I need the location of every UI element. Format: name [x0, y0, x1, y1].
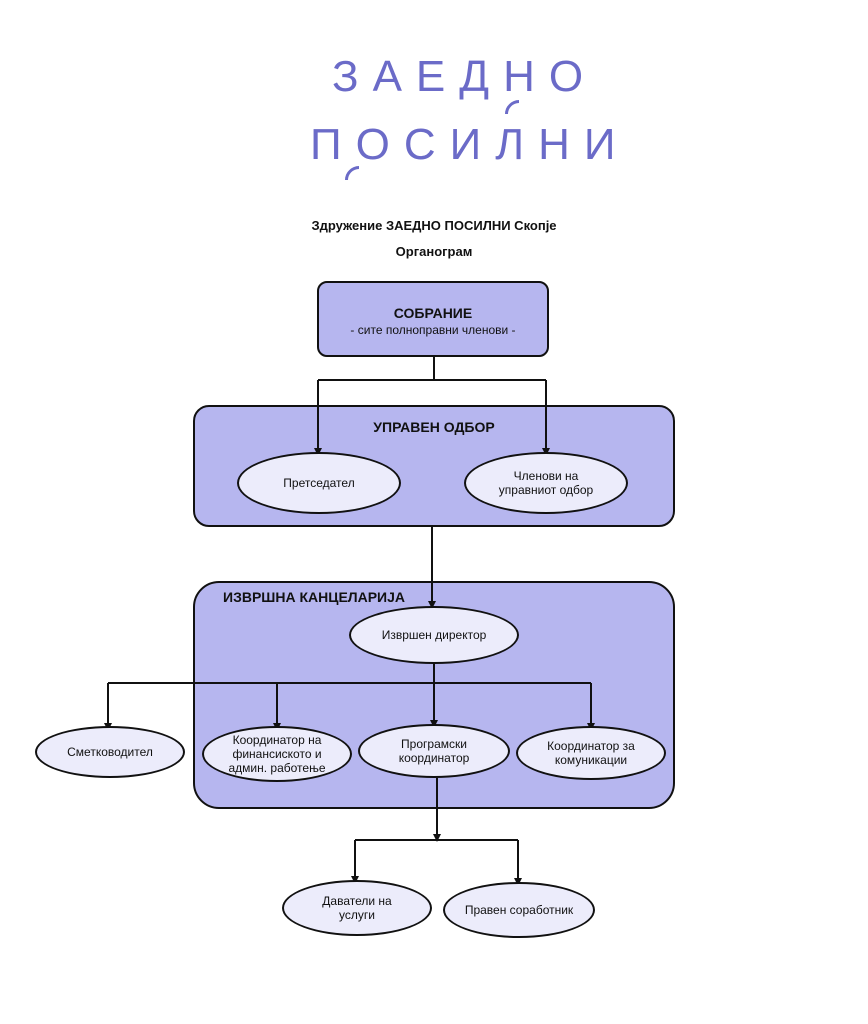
- chart-subtitle: Органограм: [395, 244, 473, 259]
- service-providers-node: Даватели на услуги: [282, 880, 432, 936]
- logo-text-line2: ПОСИЛНИ: [310, 120, 630, 169]
- communications-coordinator-node: Координатор за комуникации: [516, 726, 666, 780]
- program-coordinator-node: Програмски координатор: [358, 724, 510, 778]
- upraven-odbor-title: УПРАВЕН ОДБОР: [373, 419, 495, 435]
- finance-coordinator-node: Координатор на финансиското и админ. раб…: [202, 726, 352, 782]
- sobranie-title: СОБРАНИЕ: [393, 305, 473, 321]
- president-node: Претседател: [237, 452, 401, 514]
- accountant-node: Сметководител: [35, 726, 185, 778]
- organization-title: Здружение ЗАЕДНО ПОСИЛНИ Скопје: [311, 218, 557, 233]
- logo-text-line1: ЗАЕДНО: [332, 52, 598, 101]
- sobranie-box: СОБРАНИЕ - сите полноправни членови -: [317, 281, 549, 357]
- executive-director-node: Извршен директор: [349, 606, 519, 664]
- sobranie-subtitle: - сите полноправни членови -: [350, 323, 516, 337]
- board-members-node: Членови на управниот одбор: [464, 452, 628, 514]
- legal-associate-node: Правен соработник: [443, 882, 595, 938]
- izvrshna-kancelarija-title: ИЗВРШНА КАНЦЕЛАРИЈА: [223, 589, 406, 605]
